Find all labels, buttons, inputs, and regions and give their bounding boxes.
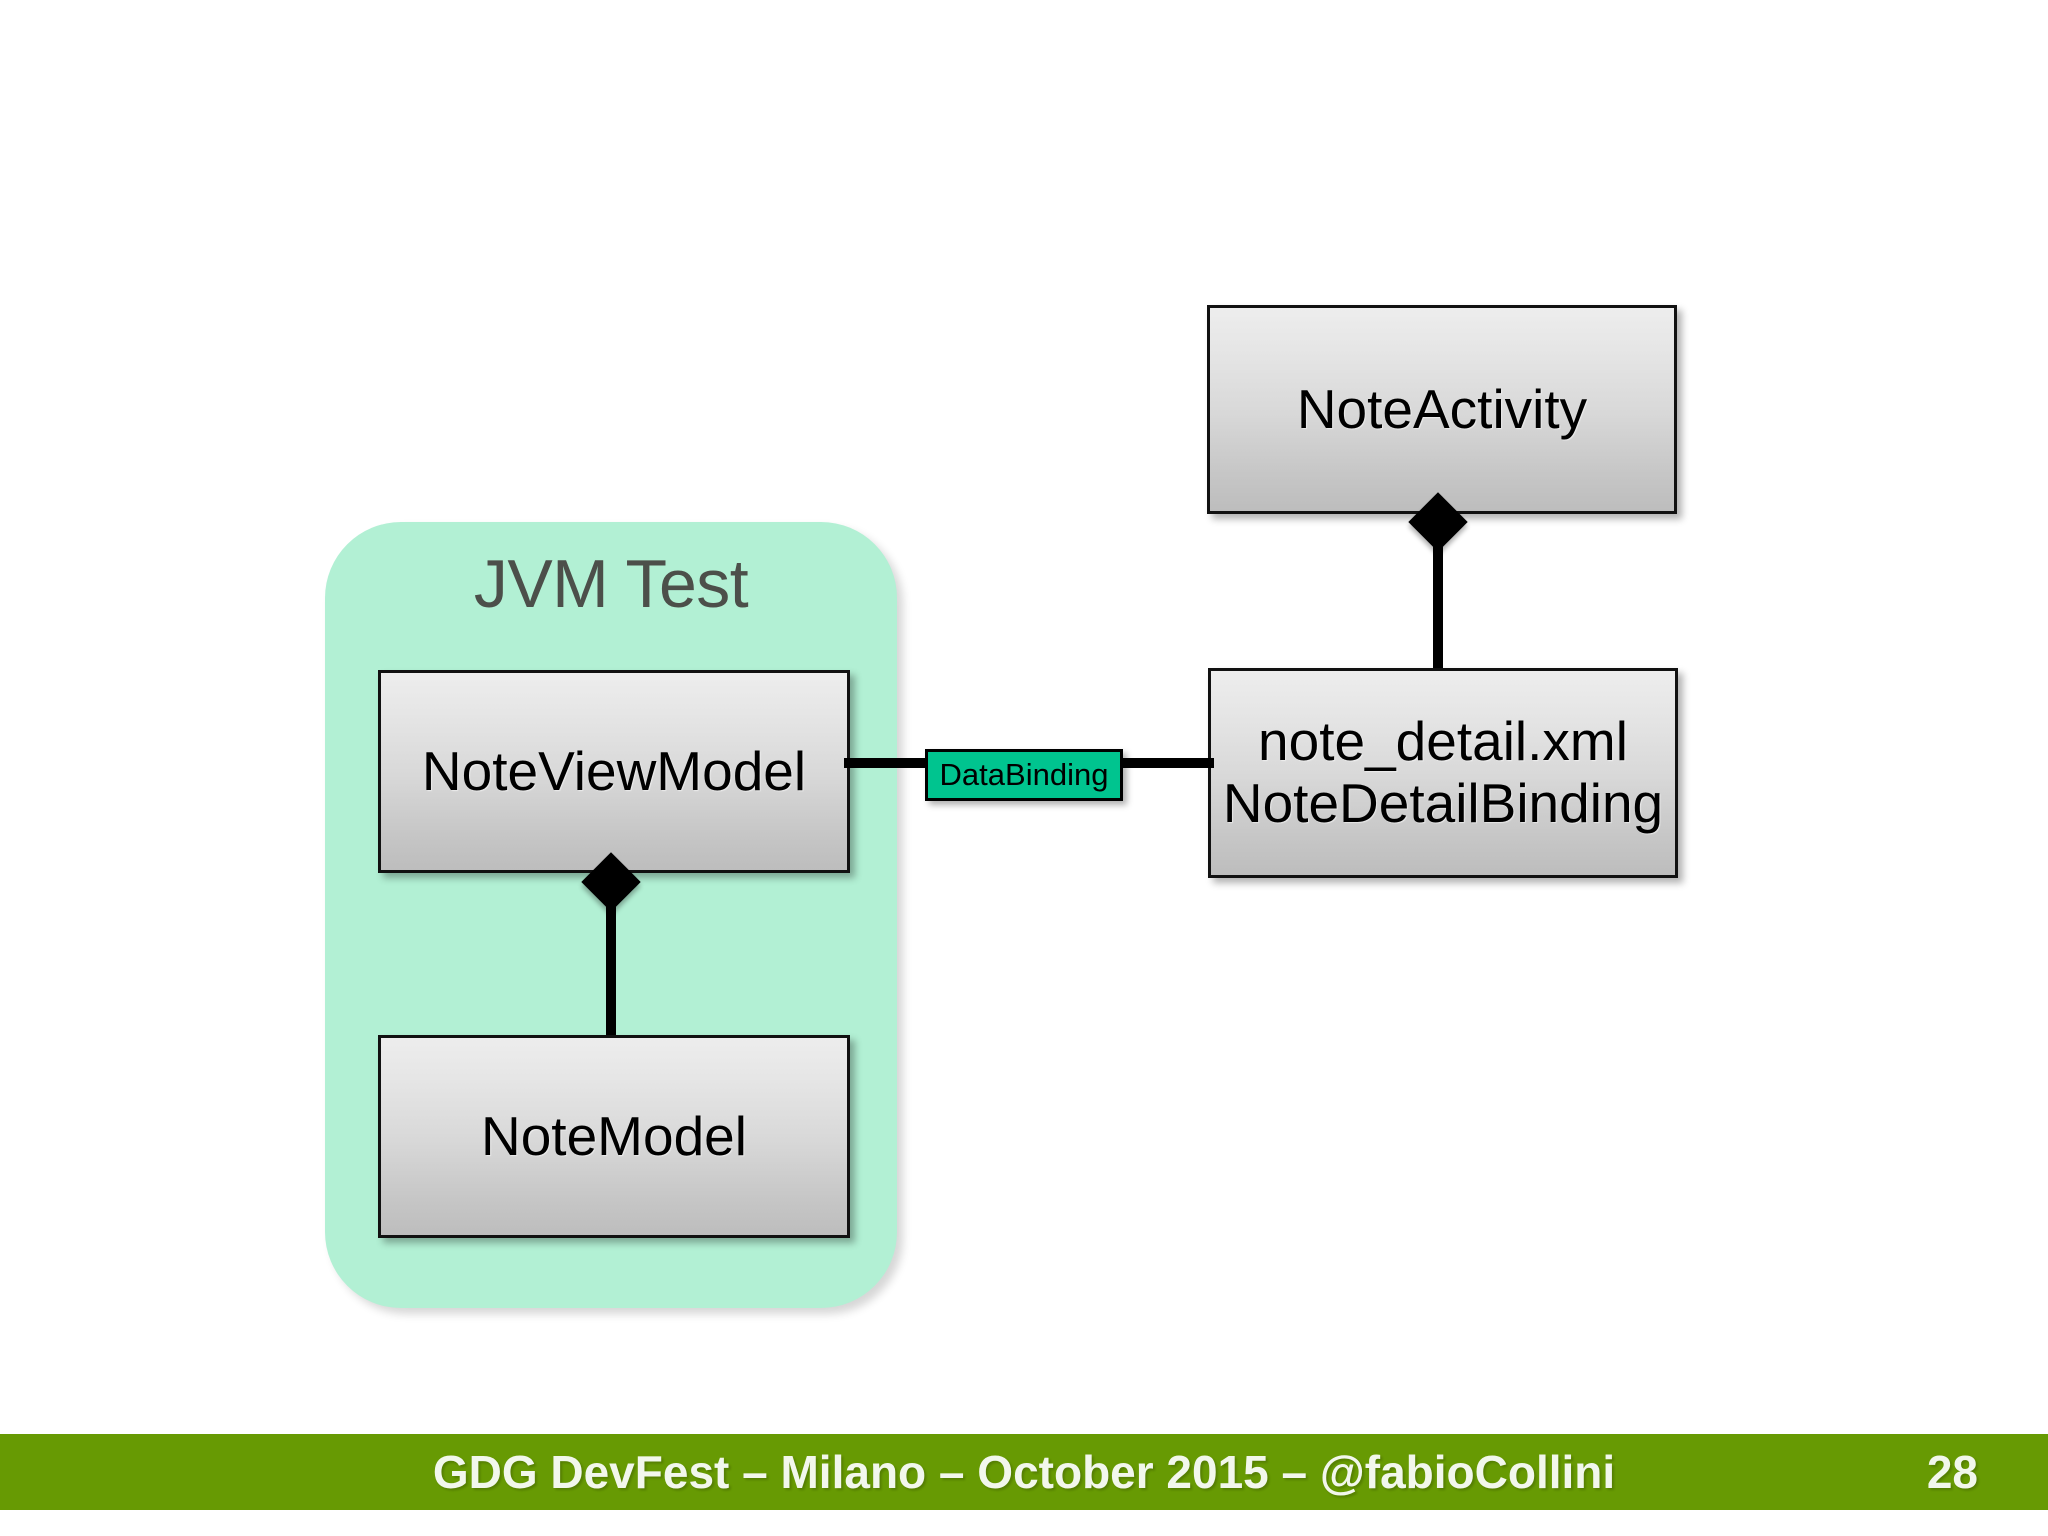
- databinding-chip[interactable]: DataBinding: [925, 749, 1123, 801]
- databinding-chip-label: DataBinding: [939, 757, 1109, 792]
- uml-box-note-viewmodel-label: NoteViewModel: [421, 739, 807, 802]
- connector-note-viewmodel-to-note-model: [606, 866, 616, 1038]
- uml-box-note-viewmodel[interactable]: NoteViewModel: [378, 670, 850, 873]
- uml-box-note-detail-label-line2: NoteDetailBinding: [1222, 772, 1664, 834]
- footer-bar: [0, 1434, 2048, 1510]
- connector-note-viewmodel-to-databinding: [844, 758, 930, 768]
- uml-box-note-model-label: NoteModel: [481, 1104, 747, 1167]
- uml-box-note-activity-label: NoteActivity: [1296, 377, 1588, 440]
- footer-page-number: 28: [1926, 1446, 1978, 1498]
- connector-databinding-to-note-detail: [1118, 758, 1214, 768]
- uml-box-note-detail[interactable]: note_detail.xml NoteDetailBinding: [1208, 668, 1678, 878]
- uml-box-note-model[interactable]: NoteModel: [378, 1035, 850, 1238]
- footer-title: GDG DevFest – Milano – October 2015 – @f…: [432, 1446, 1616, 1498]
- uml-box-note-activity[interactable]: NoteActivity: [1207, 305, 1677, 514]
- uml-box-note-detail-label-line1: note_detail.xml: [1258, 710, 1628, 773]
- jvm-test-group-title: JVM Test: [473, 546, 749, 622]
- connector-note-activity-to-note-detail: [1433, 505, 1443, 675]
